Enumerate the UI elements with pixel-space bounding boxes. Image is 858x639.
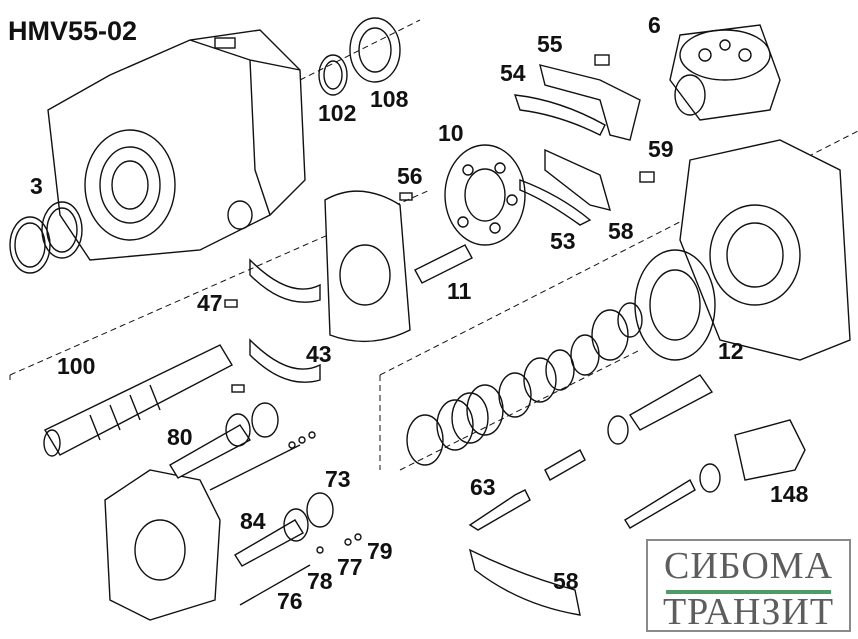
part-label: 3	[30, 173, 43, 199]
lower-cradle	[104, 469, 221, 621]
part-label: 56	[397, 163, 423, 189]
part-label: 76	[277, 588, 303, 614]
port-plate	[634, 249, 716, 361]
pistons-80-84	[169, 402, 362, 606]
logo-line-1: СИБОМА	[663, 545, 834, 587]
lever-part	[468, 489, 531, 531]
housing-part	[47, 29, 306, 261]
logo-line-2: ТРАНЗИТ	[662, 591, 835, 633]
part-label: 108	[370, 86, 409, 112]
spring-rings	[406, 302, 643, 466]
part-label: 78	[307, 568, 333, 594]
cylinder-block	[669, 24, 781, 121]
part-label: 58	[553, 568, 579, 594]
part-label: 148	[770, 481, 809, 507]
rear-housing	[679, 139, 851, 361]
part-label: 63	[470, 474, 496, 500]
control-valve	[699, 419, 806, 493]
part-label: 54	[500, 60, 526, 86]
part-label: 10	[438, 120, 464, 146]
logo-accent-bar	[666, 590, 831, 594]
part-label: 84	[240, 508, 266, 534]
part-label: 100	[57, 353, 96, 379]
company-logo: СИБОМА ТРАНЗИТ	[646, 539, 851, 632]
piston-part	[414, 244, 473, 284]
bearing-shell	[224, 192, 413, 393]
part-label: 79	[367, 538, 393, 564]
part-label: 58	[608, 218, 634, 244]
part-label: 43	[306, 341, 332, 367]
part-label: 55	[537, 31, 563, 57]
part-label: 12	[718, 338, 744, 364]
part-label: 47	[197, 290, 223, 316]
circlip-ring	[9, 201, 83, 274]
part-label: 77	[337, 554, 363, 580]
part-label: 11	[447, 278, 472, 304]
drive-shaft	[43, 344, 233, 457]
part-label: 59	[648, 136, 674, 162]
bearing-part	[318, 17, 401, 96]
bearing-shell-lower	[468, 548, 581, 616]
swash-parts	[513, 54, 655, 226]
valve-plate	[444, 144, 526, 246]
servo-piston	[544, 374, 714, 529]
part-label: 73	[325, 466, 351, 492]
model-title: HMV55-02	[8, 16, 138, 46]
part-label: 102	[318, 100, 357, 126]
part-label: 80	[167, 424, 193, 450]
part-label: 53	[550, 228, 576, 254]
swash-cradle	[324, 190, 411, 343]
part-label: 6	[648, 12, 661, 38]
